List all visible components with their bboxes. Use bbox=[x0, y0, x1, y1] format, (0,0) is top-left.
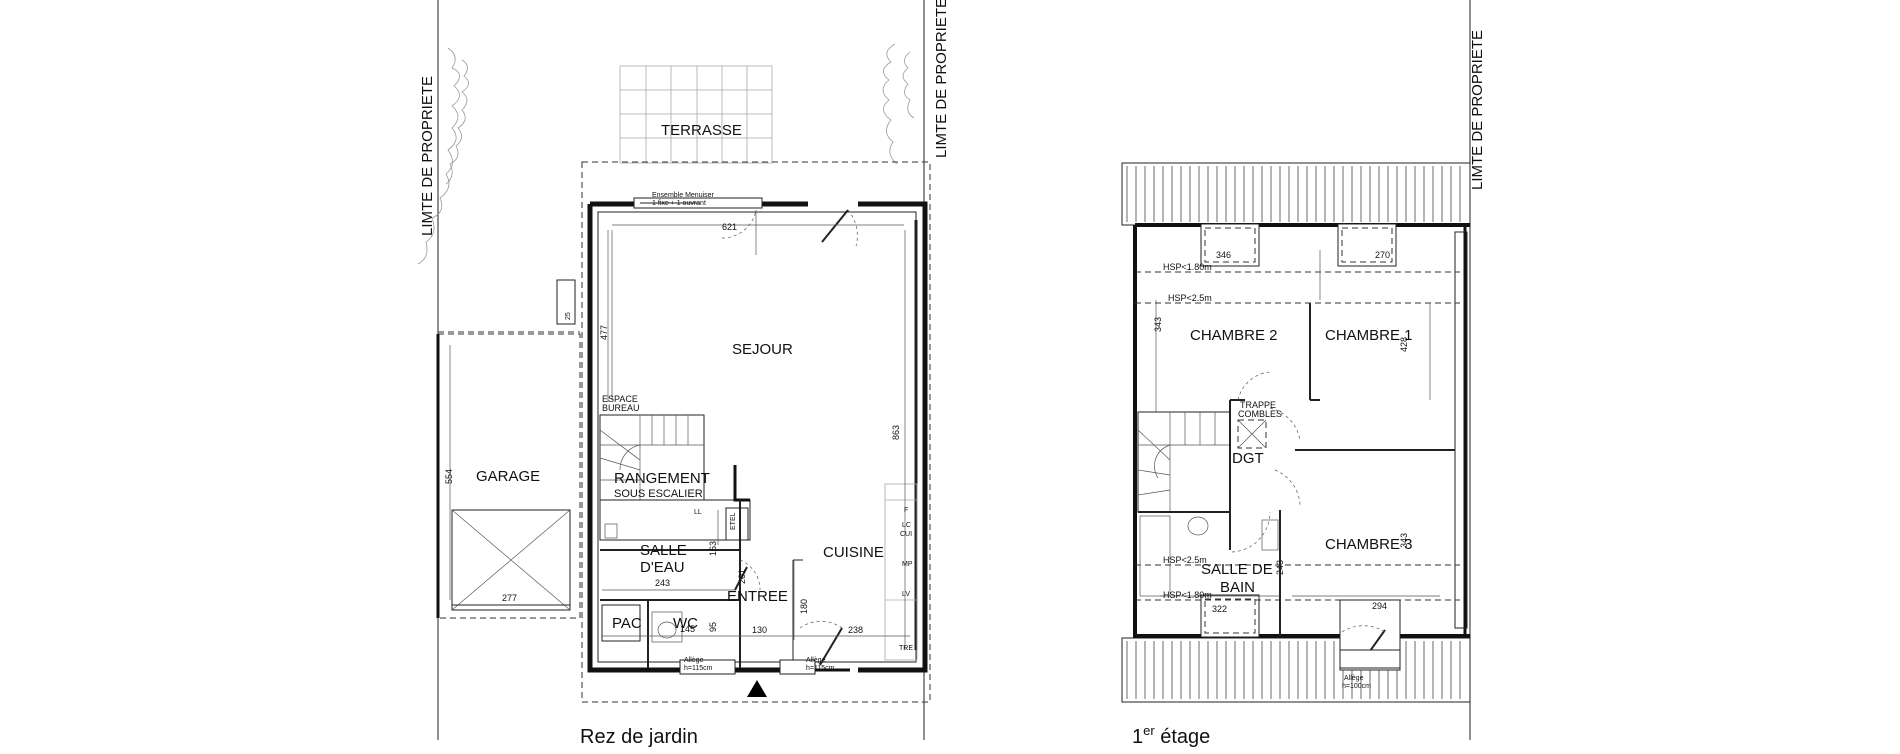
kitchen-mark-lc: LC bbox=[902, 522, 911, 529]
trappe-label-line1: TRAPPE bbox=[1240, 400, 1276, 410]
room-salle-bain-line1: SALLE DE bbox=[1201, 561, 1273, 578]
kitchen-mark-tre: TRE bbox=[899, 645, 913, 652]
allege-left-line2: h=115cm bbox=[684, 665, 713, 672]
property-limit-label-right: LIMTE DE PROPRIETE bbox=[933, 0, 950, 158]
dim-294: 294 bbox=[1372, 601, 1387, 611]
kitchen-mark-f: F bbox=[904, 507, 908, 514]
room-chambre-2: CHAMBRE 2 bbox=[1190, 327, 1278, 344]
dim-346: 346 bbox=[1216, 250, 1231, 260]
hsp-25-bottom: HSP<2.5m bbox=[1163, 555, 1207, 565]
dim-238: 238 bbox=[848, 625, 863, 635]
allege-right-line2: h=115cm bbox=[806, 665, 835, 672]
room-cuisine: CUISINE bbox=[823, 544, 884, 561]
ground-floor-caption: Rez de jardin bbox=[580, 726, 698, 748]
stairs-upper bbox=[1137, 411, 1231, 513]
dim-130: 130 bbox=[752, 625, 767, 635]
dim-477: 477 bbox=[599, 325, 609, 340]
dim-95: 95 bbox=[708, 622, 718, 632]
room-rangement: RANGEMENT bbox=[614, 470, 710, 487]
room-sous-escalier: SOUS ESCALIER bbox=[614, 488, 703, 500]
room-salle-bain-line2: BAIN bbox=[1220, 579, 1255, 596]
dim-621: 621 bbox=[722, 222, 737, 232]
terrace-label: TERRASSE bbox=[661, 122, 742, 139]
espace-bureau-line1: ESPACE bbox=[602, 394, 638, 404]
dim-180: 180 bbox=[799, 599, 809, 614]
property-limit-label-left: LIMTE DE PROPRIETE bbox=[419, 76, 436, 236]
dim-25: 25 bbox=[565, 312, 572, 320]
menuiserie-note-line2: 1 fixe + 1 ouvrant bbox=[652, 200, 706, 207]
etel-mark: ETEL bbox=[730, 512, 737, 530]
terrace-paving bbox=[619, 65, 773, 164]
dim-270: 270 bbox=[1375, 250, 1390, 260]
hsp-25-top: HSP<2.5m bbox=[1168, 293, 1212, 303]
vegetation-left-icon bbox=[417, 47, 469, 265]
upper-property-limit-label: LIMTE DE PROPRIETE bbox=[1469, 30, 1486, 190]
espace-bureau-line2: BUREAU bbox=[602, 403, 640, 413]
ground-floor-plan bbox=[417, 0, 931, 740]
room-salle-eau-line2: D'EAU bbox=[640, 559, 685, 576]
dim-145: 145 bbox=[680, 624, 695, 634]
dim-243-upper: 243 bbox=[1275, 560, 1285, 575]
menuiserie-note-line1: Ensemble Menuiser bbox=[652, 192, 715, 199]
dim-343-right: 343 bbox=[1399, 533, 1409, 548]
upper-floor-plan bbox=[1121, 0, 1471, 740]
trappe-label-line2: COMBLES bbox=[1238, 409, 1282, 419]
dim-201: 201 bbox=[737, 569, 747, 584]
room-wc: WC bbox=[673, 615, 698, 632]
kitchen-mark-lv: LV bbox=[902, 591, 910, 598]
roof-top bbox=[1121, 162, 1471, 226]
room-chambre-3: CHAMBRE 3 bbox=[1325, 536, 1413, 553]
hsp-180-top: HSP<1.80m bbox=[1163, 262, 1212, 272]
dim-163: 163 bbox=[708, 541, 718, 556]
upper-allege-line2: h=100cm bbox=[1342, 683, 1371, 690]
room-pac: PAC bbox=[612, 615, 642, 632]
room-garage: GARAGE bbox=[476, 468, 540, 485]
entrance-arrow-icon bbox=[747, 680, 767, 697]
room-entree: ENTREE bbox=[727, 588, 788, 605]
room-salle-eau-line1: SALLE bbox=[640, 542, 687, 559]
dim-343-left: 343 bbox=[1153, 317, 1163, 332]
upper-floor-caption: 1er étage bbox=[1132, 723, 1210, 748]
upper-caption-number: 1 bbox=[1132, 726, 1143, 748]
hsp-180-bottom: HSP<1.80m bbox=[1163, 590, 1212, 600]
allege-right-line1: Allège bbox=[806, 657, 826, 664]
upper-allege-line1: Allège bbox=[1344, 675, 1364, 682]
dim-863: 863 bbox=[891, 425, 901, 440]
vegetation-right-icon bbox=[882, 43, 915, 165]
room-dgt: DGT bbox=[1232, 450, 1264, 467]
kitchen-mark-mp: MP bbox=[902, 561, 913, 568]
upper-caption-sup: er bbox=[1143, 723, 1155, 738]
kitchen-mark-cui: CUI bbox=[900, 531, 912, 538]
room-sejour: SEJOUR bbox=[732, 341, 793, 358]
dim-428: 428 bbox=[1399, 337, 1409, 352]
dim-554: 554 bbox=[444, 469, 454, 484]
dim-243: 243 bbox=[655, 578, 670, 588]
upper-caption-text: étage bbox=[1155, 726, 1211, 748]
dim-277: 277 bbox=[502, 593, 517, 603]
dim-322: 322 bbox=[1212, 604, 1227, 614]
room-chambre-1: CHAMBRE 1 bbox=[1325, 327, 1413, 344]
ll-mark: LL bbox=[694, 509, 702, 516]
allege-left-line1: Allège bbox=[684, 657, 704, 664]
